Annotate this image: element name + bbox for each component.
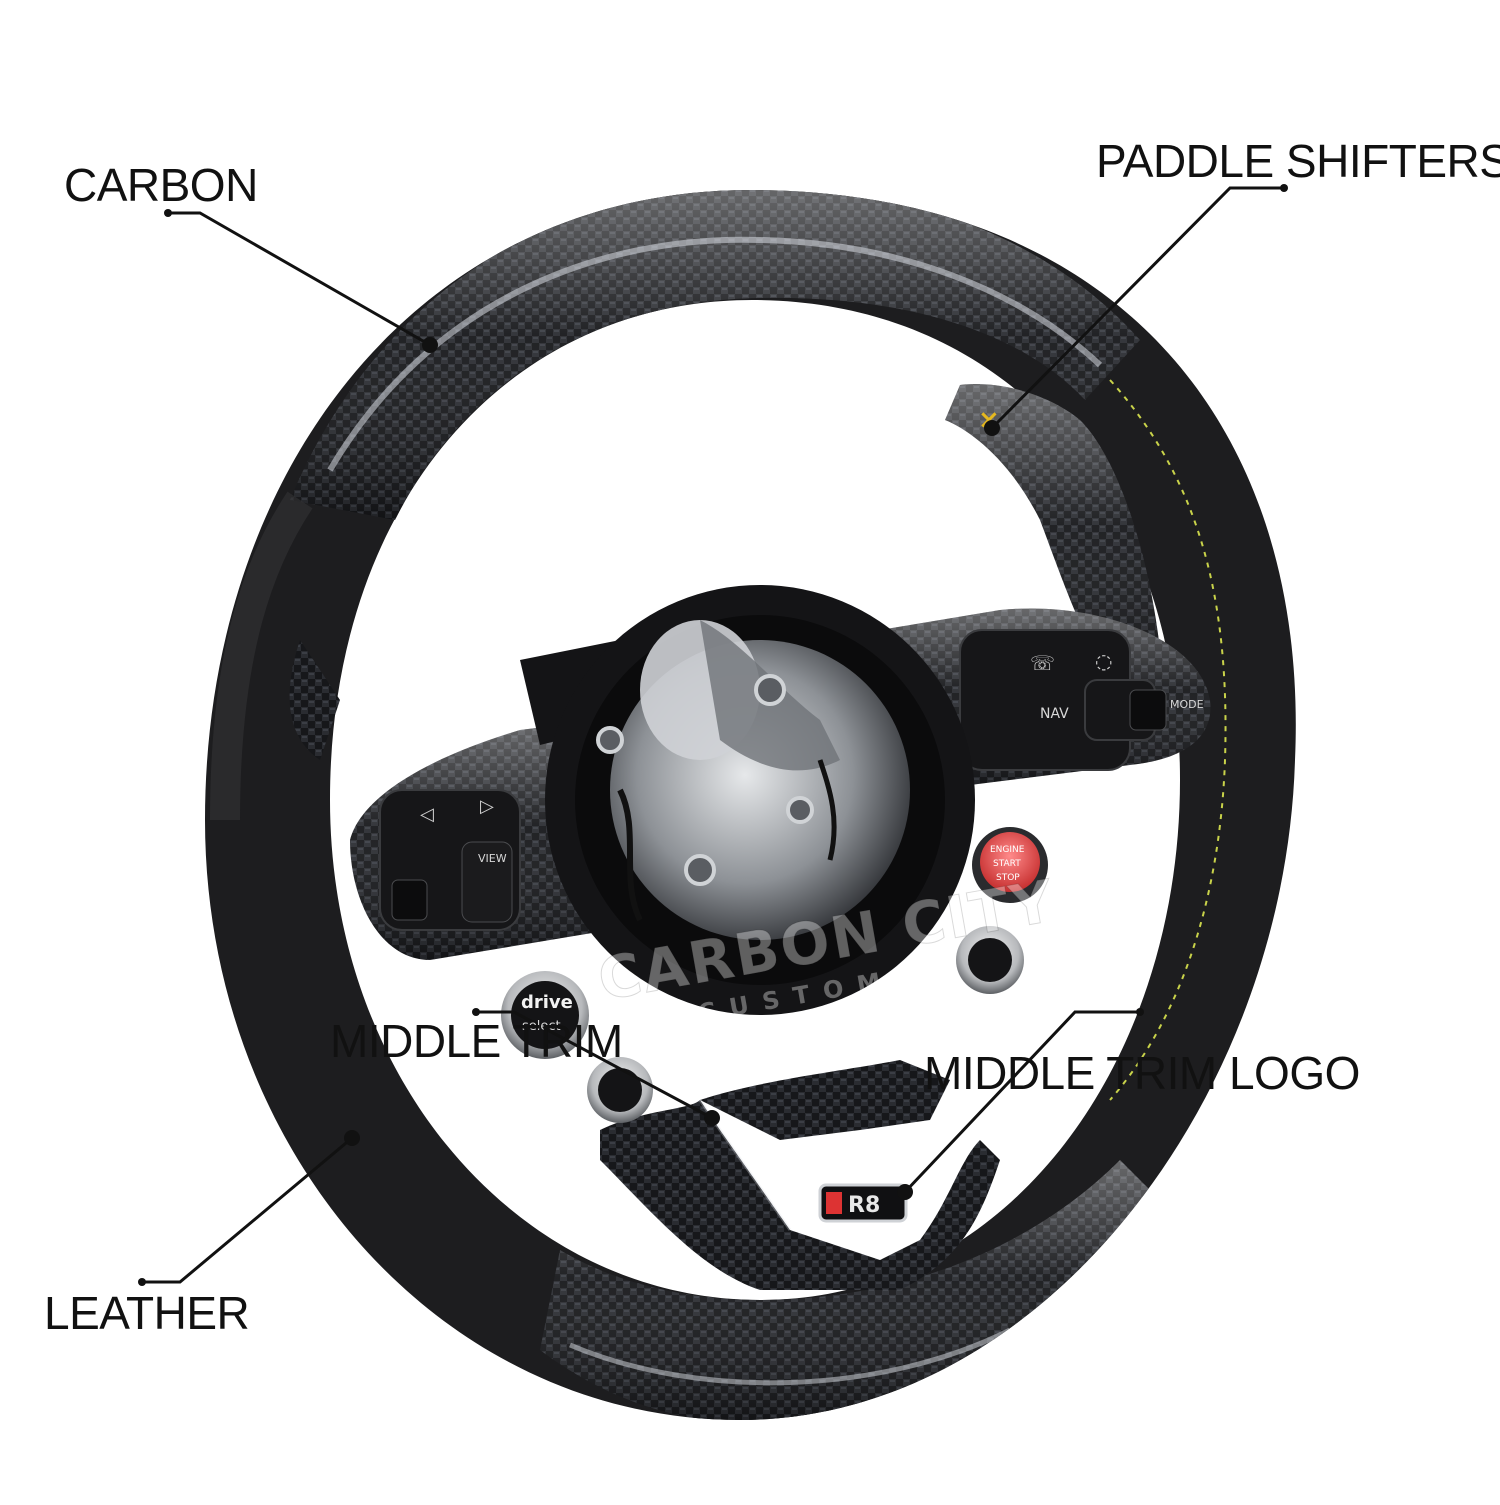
select-label: select xyxy=(522,1019,561,1034)
drive-select-knob xyxy=(501,971,589,1059)
carbon-bottom-section xyxy=(540,1160,1170,1420)
logo-leader-line xyxy=(903,1010,1140,1194)
svg-text:▷: ▷ xyxy=(480,796,494,817)
engine-start-button xyxy=(972,827,1048,903)
svg-text:☏: ☏ xyxy=(1030,651,1055,675)
nav-button-label: NAV xyxy=(1040,706,1069,722)
lower-left-knob xyxy=(587,1057,653,1123)
leader-dots xyxy=(138,184,1288,1286)
leather-leader-line xyxy=(142,1136,353,1284)
middle-trim-logo-label: MIDDLE TRIM LOGO xyxy=(924,1047,1360,1099)
mode-button-label: MODE xyxy=(1170,698,1204,711)
center-hub xyxy=(545,585,975,1015)
svg-text:◌: ◌ xyxy=(1095,649,1112,673)
middle-trim-leader-line xyxy=(476,1010,713,1120)
view-button-label: VIEW xyxy=(478,852,507,865)
middle-trim-label: MIDDLE TRIM xyxy=(330,1015,623,1067)
leather-label: LEATHER xyxy=(44,1287,250,1339)
wheel-rim xyxy=(205,190,1296,1420)
engine-label-2: START xyxy=(993,859,1021,869)
right-knob xyxy=(956,926,1024,994)
badge-label: R8 xyxy=(848,1193,880,1218)
engine-label-3: STOP xyxy=(996,873,1020,883)
carbon-label: CARBON xyxy=(64,159,258,211)
paddle-leader-line xyxy=(990,186,1284,430)
callout-leader-lines xyxy=(142,186,1284,1284)
middle-trim xyxy=(600,1060,1000,1290)
drive-label: drive xyxy=(521,992,573,1013)
svg-text:◁: ◁ xyxy=(420,804,434,825)
engine-label-1: ENGINE xyxy=(990,845,1025,855)
carbon-leader-line xyxy=(168,211,431,347)
middle-trim-logo-badge xyxy=(818,1183,908,1223)
paddle-shifters-label: PADDLE SHIFTERS xyxy=(1096,135,1500,187)
